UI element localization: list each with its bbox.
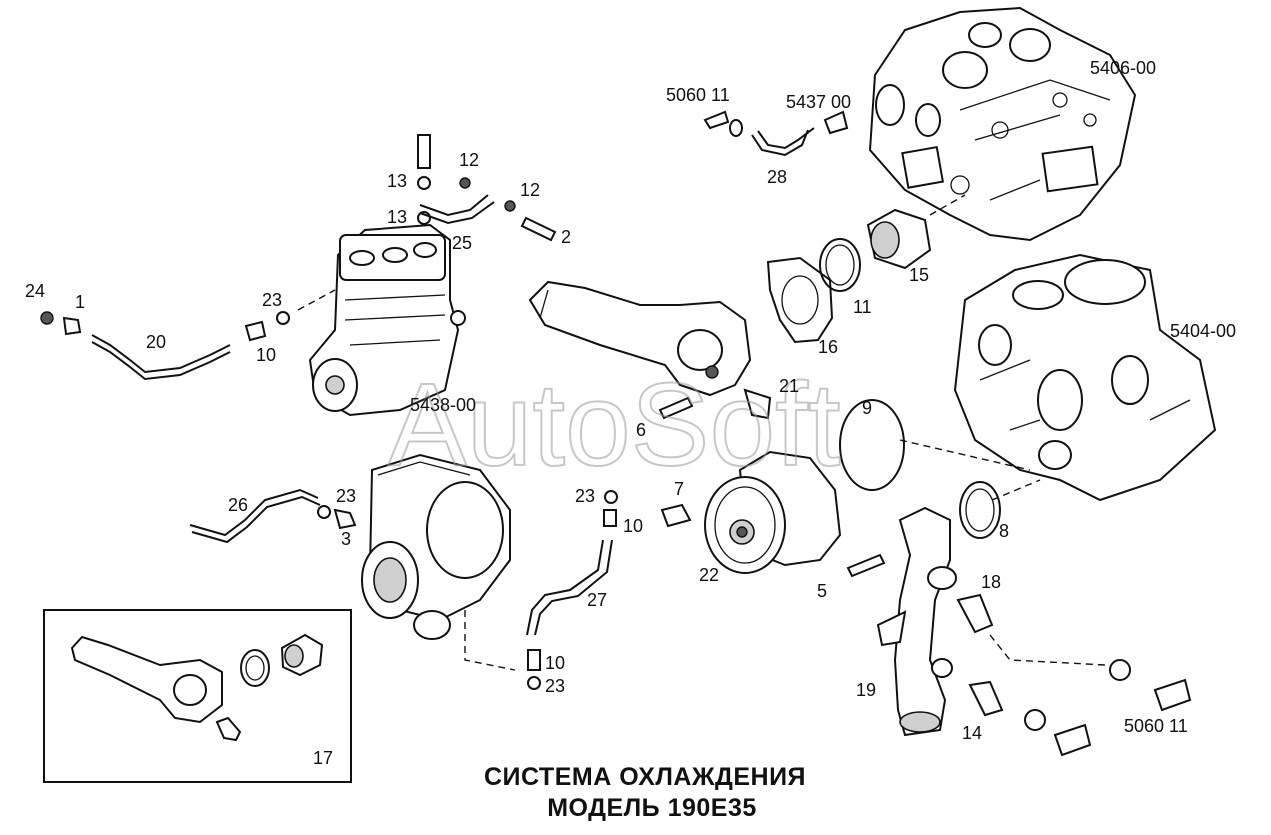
fitting-10-left bbox=[244, 320, 267, 342]
part-number-5: 5 bbox=[817, 581, 827, 601]
part-number-8: 8 bbox=[999, 521, 1009, 541]
part-number-6: 6 bbox=[636, 420, 646, 440]
part-number-23-bottom: 23 bbox=[545, 676, 565, 696]
fitting-10-mid bbox=[603, 509, 617, 527]
group-label-5437: 5437 00 bbox=[786, 92, 851, 112]
part-number-11: 11 bbox=[853, 297, 872, 317]
ring-8 bbox=[959, 481, 1001, 539]
part-number-23-left: 23 bbox=[262, 290, 282, 310]
part-number-10-left: 10 bbox=[256, 345, 276, 365]
bolt-6 bbox=[658, 396, 694, 420]
part-number-12-right: 12 bbox=[520, 180, 540, 200]
fitting-10-bottom bbox=[527, 649, 541, 671]
sensor-21 bbox=[743, 388, 772, 420]
bolt-13 bbox=[417, 134, 431, 169]
part-number-12-top: 12 bbox=[459, 150, 479, 170]
seal-ring-11 bbox=[819, 238, 861, 292]
part-number-17: 17 bbox=[313, 748, 333, 768]
part-number-10-mid: 10 bbox=[623, 516, 643, 536]
group-label-5404: 5404-00 bbox=[1170, 321, 1236, 341]
bolt-5 bbox=[846, 553, 886, 578]
washer-23-left bbox=[276, 311, 290, 325]
part-number-16: 16 bbox=[818, 337, 838, 357]
fitting-3 bbox=[333, 508, 357, 530]
clamp-right bbox=[1109, 659, 1131, 681]
cylinder-head-block bbox=[868, 6, 1137, 242]
pipe-26 bbox=[189, 488, 319, 537]
part-number-9: 9 bbox=[862, 398, 872, 418]
part-number-7: 7 bbox=[674, 479, 684, 499]
hose-5060-a bbox=[1153, 678, 1192, 712]
fitting-1 bbox=[62, 316, 82, 336]
part-number-18: 18 bbox=[981, 572, 1001, 592]
part-number-25: 25 bbox=[452, 233, 472, 253]
part-number-22: 22 bbox=[699, 565, 719, 585]
group-label-5060-bottom: 5060 11 bbox=[1124, 716, 1188, 736]
fitting-5437 bbox=[823, 110, 849, 135]
sensor-18 bbox=[956, 593, 994, 634]
group-label-5406: 5406-00 bbox=[1090, 58, 1156, 78]
part-number-19: 19 bbox=[856, 680, 876, 700]
fitting-24 bbox=[40, 311, 54, 325]
washer-12 bbox=[459, 177, 471, 189]
part-number-23-mid-left: 23 bbox=[336, 486, 356, 506]
diagram-title-line1: СИСТЕМА ОХЛАЖДЕНИЯ bbox=[484, 763, 806, 791]
watermark-text: AutoSoft bbox=[388, 359, 841, 491]
bolt-2 bbox=[520, 216, 557, 242]
part-number-10-bottom: 10 bbox=[545, 653, 565, 673]
pipe-28 bbox=[751, 129, 809, 157]
coolant-inlet-pipe bbox=[876, 506, 957, 737]
pipe-27 bbox=[526, 539, 604, 636]
part-number-28: 28 bbox=[767, 167, 787, 187]
part-number-1: 1 bbox=[75, 292, 85, 312]
air-compressor bbox=[308, 223, 466, 417]
part-number-13-top: 13 bbox=[387, 171, 407, 191]
part-number-26: 26 bbox=[228, 495, 248, 515]
water-pump bbox=[704, 450, 842, 574]
part-number-14: 14 bbox=[962, 723, 982, 743]
bolt-7 bbox=[660, 503, 692, 528]
crankcase-block bbox=[953, 253, 1217, 502]
part-number-23-mid: 23 bbox=[575, 486, 595, 506]
sensor-14 bbox=[968, 680, 1004, 717]
part-number-13-bottom: 13 bbox=[387, 207, 407, 227]
part-number-27: 27 bbox=[587, 590, 607, 610]
part-number-21: 21 bbox=[779, 376, 799, 396]
gasket-16 bbox=[766, 256, 834, 344]
part-number-2: 2 bbox=[561, 227, 571, 247]
inset-box-17 bbox=[43, 609, 352, 783]
diagram-title-line2: МОДЕЛЬ 190Е35 bbox=[547, 794, 757, 822]
washer-23-mid bbox=[604, 490, 618, 504]
part-number-24: 24 bbox=[25, 281, 45, 301]
part-number-15: 15 bbox=[909, 265, 929, 285]
part-number-20: 20 bbox=[146, 332, 166, 352]
part-number-3: 3 bbox=[341, 529, 351, 549]
pipe-20 bbox=[91, 334, 231, 374]
thermostat-15 bbox=[866, 208, 932, 270]
ring-9 bbox=[839, 399, 905, 491]
turbocharger bbox=[361, 453, 511, 640]
thermostat-housing bbox=[528, 280, 752, 397]
pipe-25 bbox=[419, 194, 489, 217]
hose-5060-top bbox=[703, 110, 730, 130]
hose-5060-b bbox=[1053, 723, 1092, 757]
group-label-5060-top: 5060 11 bbox=[666, 85, 730, 105]
group-label-5438: 5438-00 bbox=[410, 395, 476, 415]
